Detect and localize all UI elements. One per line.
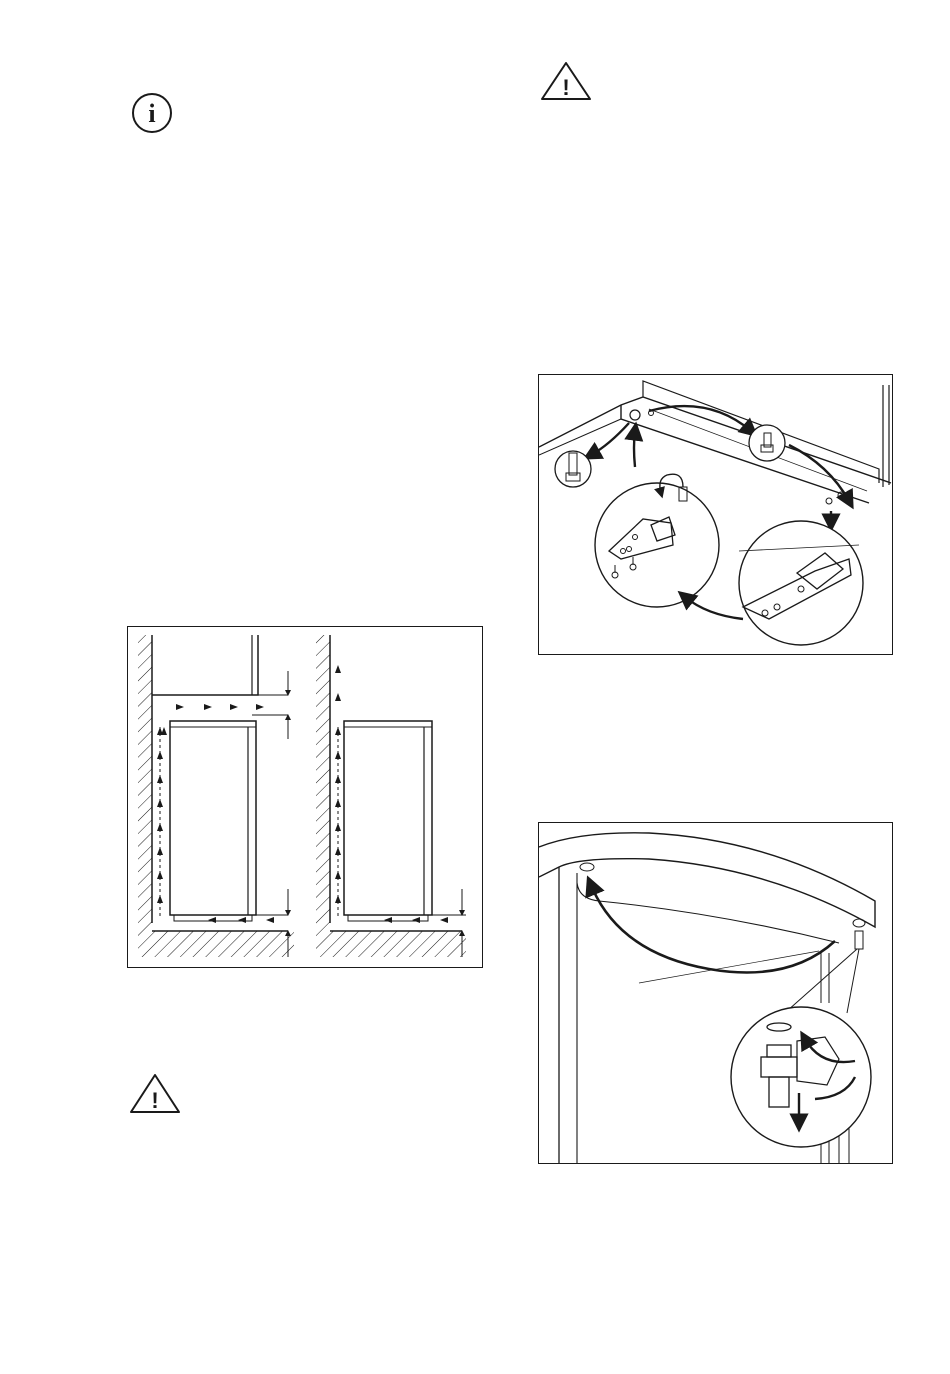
info-icon: i xyxy=(131,92,173,134)
warning-glyph: ! xyxy=(151,1088,158,1113)
hinge-transfer-diagram xyxy=(538,374,893,655)
warning-glyph: ! xyxy=(562,75,569,100)
ventilation-clearance-diagram xyxy=(127,626,483,968)
warning-icon: ! xyxy=(129,1072,181,1116)
warning-icon: ! xyxy=(540,60,592,102)
hinge-pin-diagram xyxy=(538,822,893,1164)
info-glyph: i xyxy=(148,99,155,128)
